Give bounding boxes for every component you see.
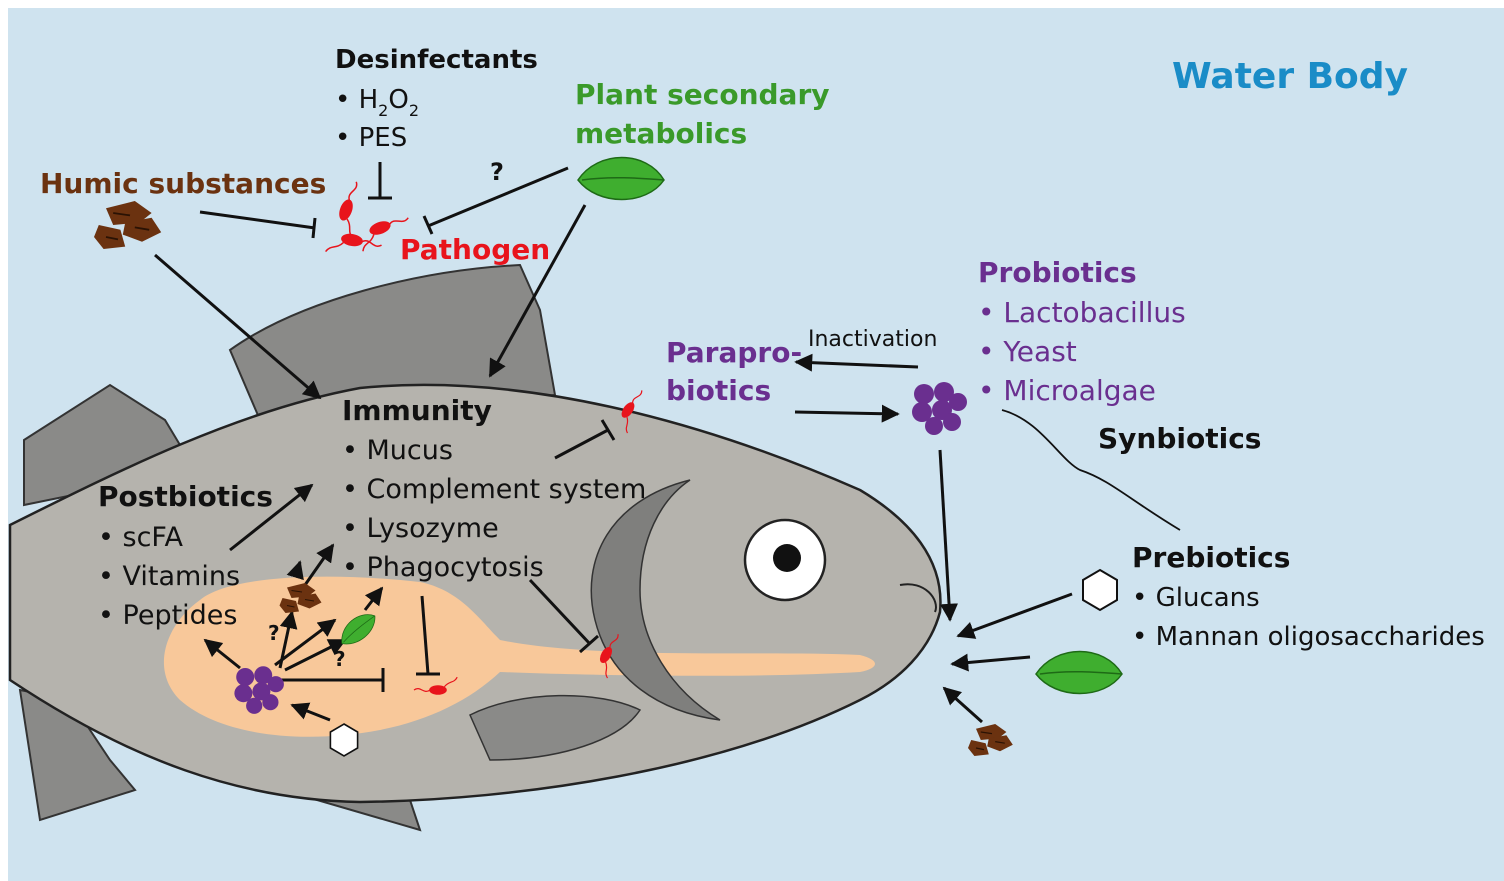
inactivation-label: Inactivation	[808, 327, 937, 352]
prebiotic-hexagon-icon	[330, 724, 357, 756]
question-mark: ?	[490, 158, 504, 186]
immunity-item-phagocytosis: • Phagocytosis	[342, 552, 544, 583]
pathogen-label: Pathogen	[400, 233, 550, 266]
immunity-title: Immunity	[342, 394, 492, 427]
immunity-item-lysozyme: • Lysozyme	[342, 513, 499, 544]
prebiotic-hexagon-icon	[1083, 570, 1117, 610]
prebiotics-title: Prebiotics	[1132, 541, 1290, 574]
postbiotics-title: Postbiotics	[98, 480, 273, 513]
plant-title-line1: Plant secondary	[575, 78, 830, 111]
immunity-item-complement: • Complement system	[342, 474, 646, 505]
paraprobiotics-line1: Parapro-	[666, 336, 802, 369]
probiotics-item-yeast: • Yeast	[978, 335, 1077, 368]
postbiotics-item-peptides: • Peptides	[98, 600, 238, 631]
postbiotics-item-vitamins: • Vitamins	[98, 561, 240, 592]
fish-pupil	[773, 544, 801, 572]
humic-substances-label: Humic substances	[40, 167, 326, 200]
water-body-title: Water Body	[1172, 56, 1408, 97]
prebiotics-item-mannan: • Mannan oligosaccharides	[1132, 622, 1485, 652]
probiotics-item-lactobacillus: • Lactobacillus	[978, 296, 1186, 329]
desinfectants-title: Desinfectants	[335, 45, 538, 75]
gut-question-mark: ?	[268, 621, 280, 645]
prebiotics-item-glucans: • Glucans	[1132, 583, 1260, 613]
desinfectants-pes: • PES	[335, 123, 407, 153]
paraprobiotics-line2: biotics	[666, 374, 771, 407]
postbiotics-item-scfa: • scFA	[98, 522, 183, 553]
probiotics-item-microalgae: • Microalgae	[978, 374, 1156, 407]
gut-question-mark: ?	[334, 647, 346, 671]
probiotics-title: Probiotics	[978, 256, 1137, 289]
synbiotics-label: Synbiotics	[1098, 422, 1261, 455]
immunity-item-mucus: • Mucus	[342, 435, 453, 466]
desinfectants-h2o2: • H2O2	[335, 85, 419, 120]
plant-title-line2: metabolics	[575, 117, 747, 150]
